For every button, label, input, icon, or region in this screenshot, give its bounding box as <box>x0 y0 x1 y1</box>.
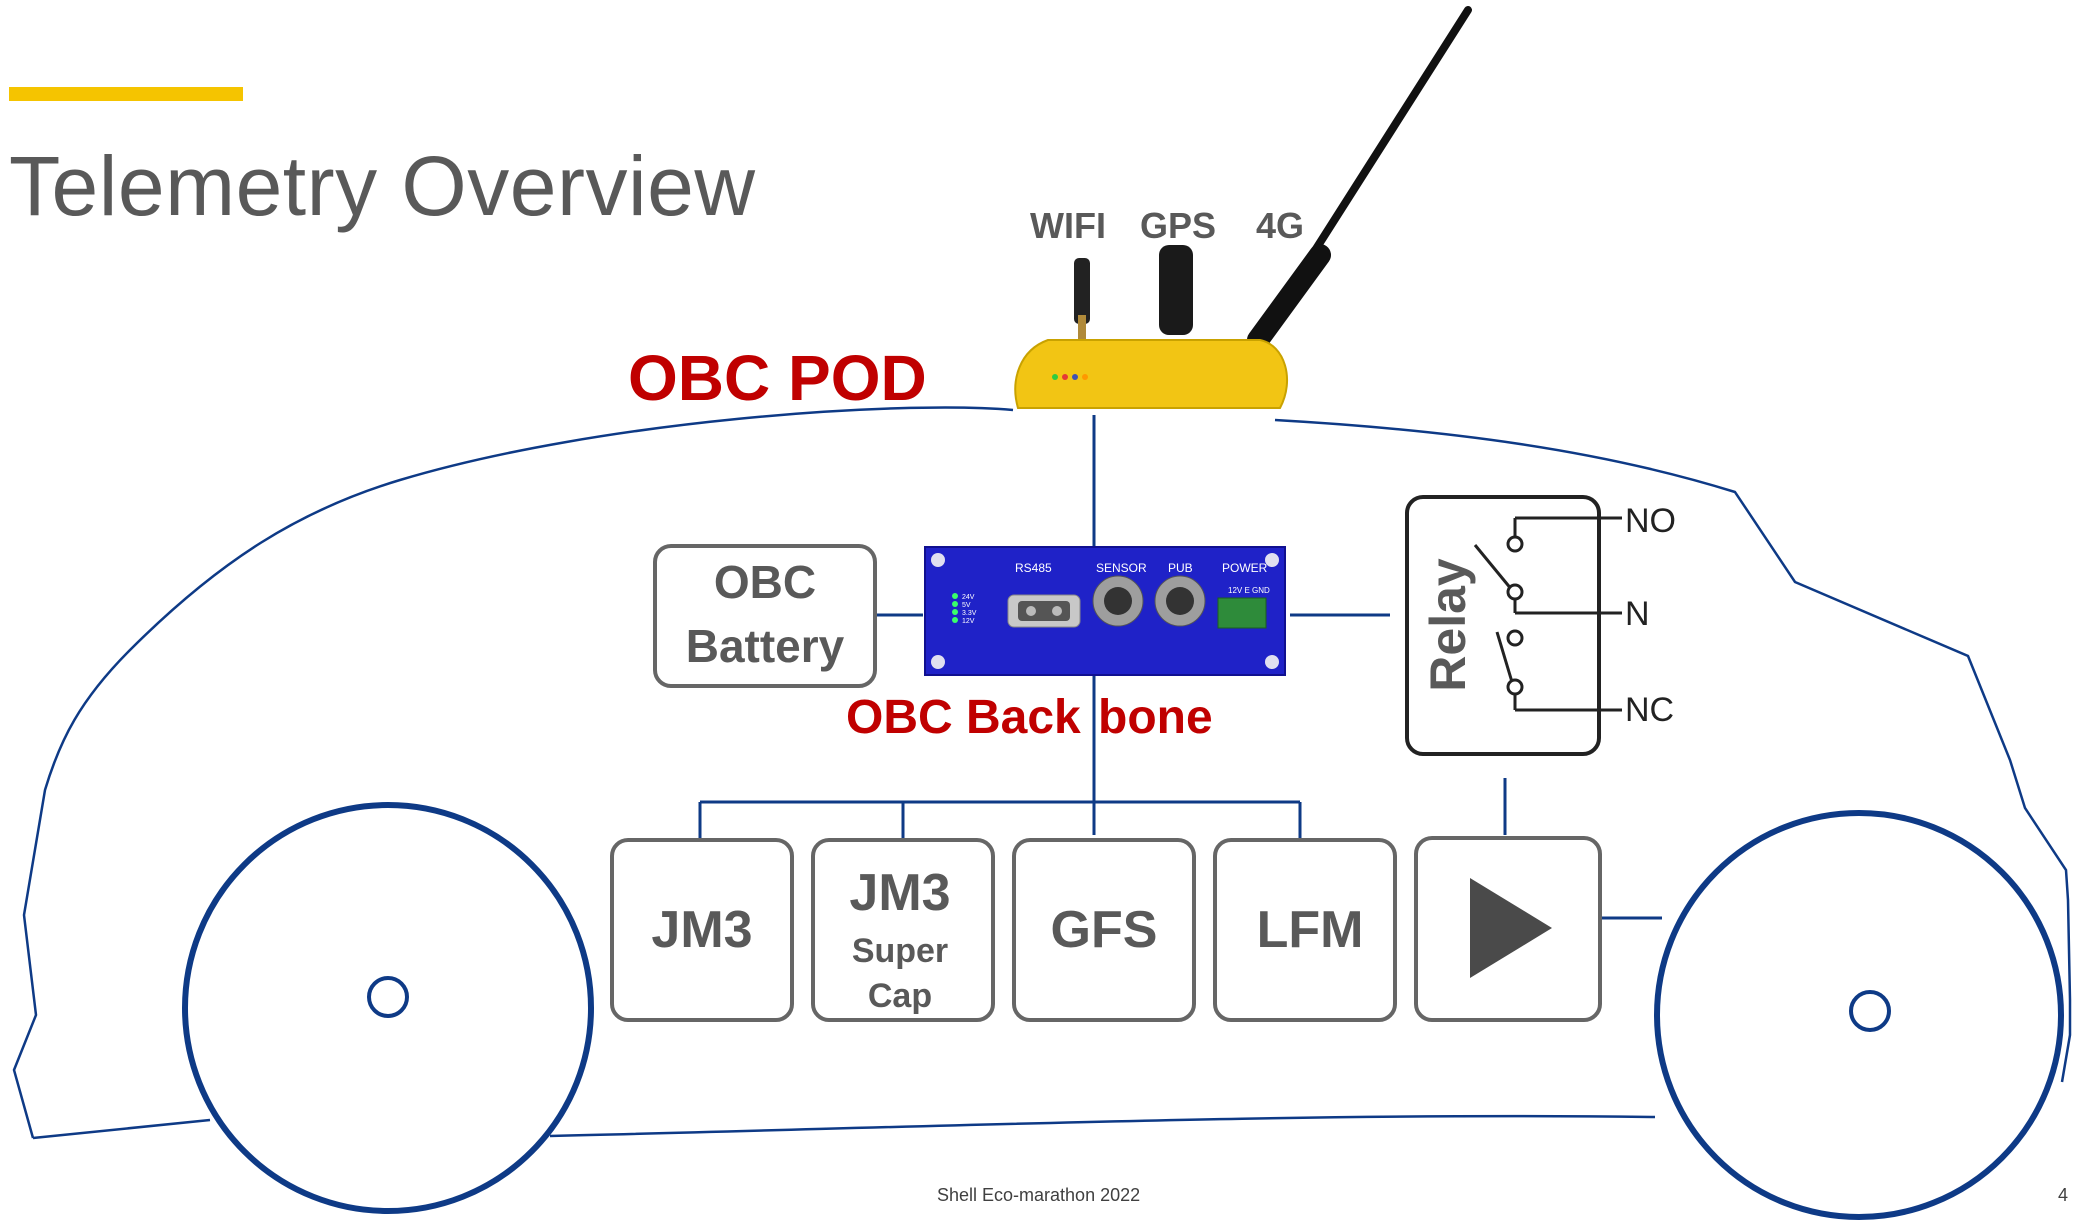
module-lfm: LFM <box>1213 838 1397 1022</box>
battery-label-line2: Battery <box>686 620 845 672</box>
obc-backbone-board: 24V 5V 3.3V 12V RS485 SENSOR PUB POWER 1… <box>924 546 1286 676</box>
relay-contact-n: N <box>1625 595 1650 633</box>
obc-backbone-label-part2: bone <box>1098 691 1213 744</box>
led-label-24v: 24V <box>962 594 975 601</box>
obc-backbone-label-part1: OBC Back <box>846 691 1081 744</box>
slide-title: Telemetry Overview <box>9 139 756 233</box>
title-accent-bar <box>9 87 243 101</box>
power-terminal: 12V E GND <box>1217 586 1270 629</box>
port-label-power: POWER <box>1222 561 1268 575</box>
relay-contact-no: NO <box>1625 502 1676 540</box>
module-jm3-super-cap-line3: Cap <box>868 977 932 1015</box>
obc-pod-device <box>1014 339 1289 409</box>
wifi-antenna <box>1074 258 1090 324</box>
rs485-connector <box>1007 594 1081 628</box>
battery-label-line1: OBC <box>714 556 816 608</box>
relay-box: Relay NO N NC <box>1405 495 1676 756</box>
power-pin-labels: 12V E GND <box>1228 586 1270 595</box>
front-wheel <box>1654 810 2064 1220</box>
pod-led-red <box>1062 374 1068 380</box>
module-jm3-super-cap: JM3 Super Cap <box>811 838 995 1022</box>
port-label-pub: PUB <box>1168 561 1193 575</box>
front-wheel-hub <box>1849 990 1891 1032</box>
car-body-outline <box>12 406 2072 1140</box>
pod-led-orange <box>1082 374 1088 380</box>
rear-wheel <box>182 802 594 1214</box>
led-label-3v3: 3.3V <box>962 610 977 617</box>
antenna-label-gps: GPS <box>1140 205 1216 246</box>
relay-label: Relay <box>1420 558 1476 692</box>
led-label-5v: 5V <box>962 602 971 609</box>
pod-led-green <box>1052 374 1058 380</box>
relay-contact-nc: NC <box>1625 691 1674 729</box>
gps-antenna <box>1159 245 1193 335</box>
pod-antennas <box>1074 6 1472 351</box>
module-gfs-label: GFS <box>1051 901 1158 959</box>
port-label-sensor: SENSOR <box>1096 561 1147 575</box>
pub-connector <box>1154 575 1206 627</box>
module-actuator <box>1414 836 1602 1022</box>
backbone-status-leds <box>952 593 958 623</box>
sensor-connector <box>1092 575 1144 627</box>
port-label-rs485: RS485 <box>1015 561 1052 575</box>
module-jm3: JM3 <box>610 838 794 1022</box>
connection-lines <box>698 415 1662 920</box>
obc-battery-box: OBC Battery <box>653 544 877 688</box>
play-icon <box>1470 878 1552 978</box>
antenna-label-wifi: WIFI <box>1030 205 1106 246</box>
module-lfm-label: LFM <box>1257 901 1364 959</box>
relay-switch-symbol <box>1473 516 1622 712</box>
module-jm3-super-cap-line2: Super <box>852 932 948 970</box>
page-number: 4 <box>2058 1185 2069 1205</box>
obc-pod-label: OBC POD <box>628 342 927 414</box>
module-jm3-super-cap-line1: JM3 <box>849 864 950 922</box>
footer-event-name: Shell Eco-marathon 2022 <box>937 1185 1141 1205</box>
module-gfs: GFS <box>1012 838 1196 1022</box>
antenna-label-4g: 4G <box>1256 205 1304 246</box>
led-label-12v: 12V <box>962 618 975 625</box>
module-jm3-label: JM3 <box>651 901 752 959</box>
pod-led-blue <box>1072 374 1078 380</box>
rear-wheel-hub <box>367 976 409 1018</box>
